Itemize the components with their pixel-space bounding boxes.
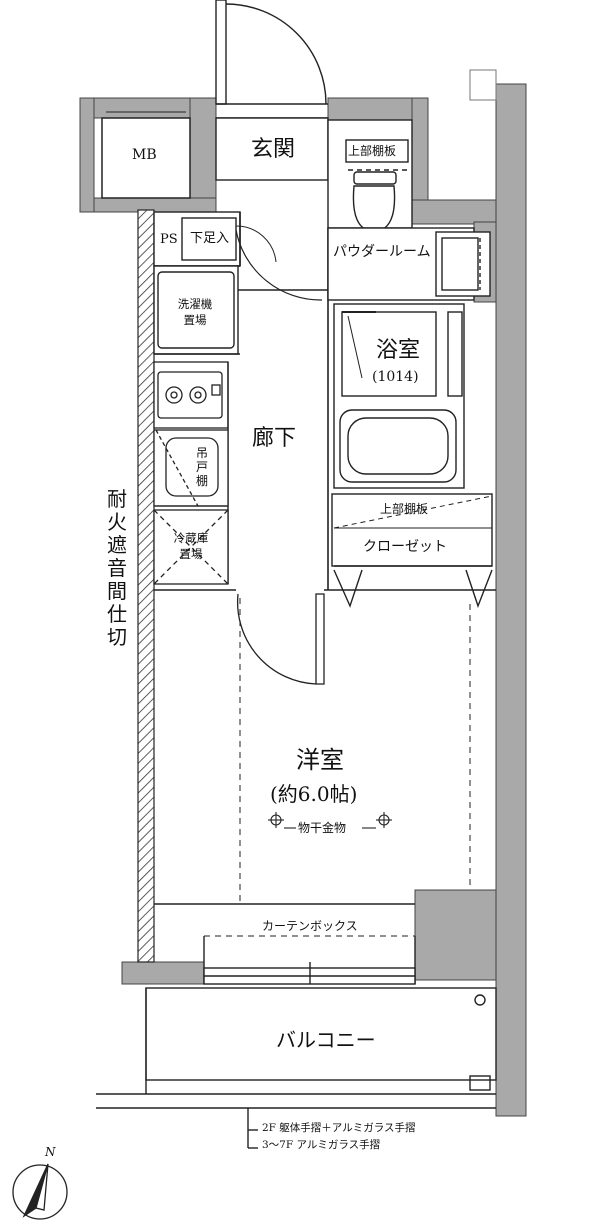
balcony-window [203,936,416,985]
bathroom-size: (1014) [372,369,419,385]
toilet-room [327,119,413,233]
todana-char: 吊 [195,446,208,460]
washer-label-line2: 置場 [183,313,207,327]
washer-space [153,265,240,355]
railing-note-2: 3〜7F アルミガラス手摺 [262,1139,381,1151]
monohoshi-label: 物干金物 [298,821,347,835]
wall-note-char: 遮 [107,533,127,557]
fridge-label-line1: 冷蔵庫 [173,531,209,545]
wall-note-char: 仕 [107,602,127,626]
bathroom-label: 浴室 [376,338,421,363]
mb-room [101,117,191,199]
todana-label: 吊 戸 棚 [192,446,212,488]
balcony-label: バルコニー [276,1028,376,1052]
closet [331,493,493,609]
washer-label-line1: 洗濯機 [177,297,213,311]
wall-note-char: 耐 [107,487,127,511]
western-room [154,589,496,905]
closet-label: クローゼット [363,539,447,555]
exterior-walls [79,83,527,1117]
fridge-label: 冷蔵庫 置場 [156,530,226,562]
compass-icon [12,1163,68,1220]
corridor-label: 廊下 [252,426,297,451]
wall-note-char: 間 [107,579,127,603]
todana-char: 戸 [195,460,208,474]
closet-shelf-label: 上部棚板 [380,502,429,516]
bathroom [333,303,465,489]
wall-note-char: 切 [107,625,127,649]
entrance-door [215,0,328,119]
mb-label: MB [132,147,157,163]
toilet-shelf-label: 上部棚板 [348,144,397,158]
fire-wall [137,209,155,963]
sink [153,429,229,507]
western-room-size: (約6.0帖) [270,782,358,806]
railing-note-1: 2F 躯体手摺＋アルミガラス手摺 [262,1122,416,1134]
powder-room-label: パウダールーム [333,244,431,260]
genkan-label: 玄関 [251,137,296,162]
powder-room [327,227,491,301]
curtain-box-label: カーテンボックス [262,919,358,933]
todana-char: 棚 [195,474,208,488]
fridge-label-line2: 置場 [179,547,203,561]
stove [153,361,229,429]
monohoshi-hooks [268,812,392,829]
fridge-space [153,509,229,585]
balcony [96,987,497,1149]
wall-note-char: 火 [107,510,127,534]
western-room-label: 洋室 [296,746,344,774]
shoe-cabinet-label: 下足入 [190,231,230,246]
fire-wall-label: 耐 火 遮 音 間 仕 切 [106,488,128,649]
compass-label: N [45,1145,56,1159]
ps-label: PS [160,232,178,247]
room-door [236,593,325,685]
washer-label: 洗濯機 置場 [160,296,230,328]
wall-note-char: 音 [107,556,127,580]
